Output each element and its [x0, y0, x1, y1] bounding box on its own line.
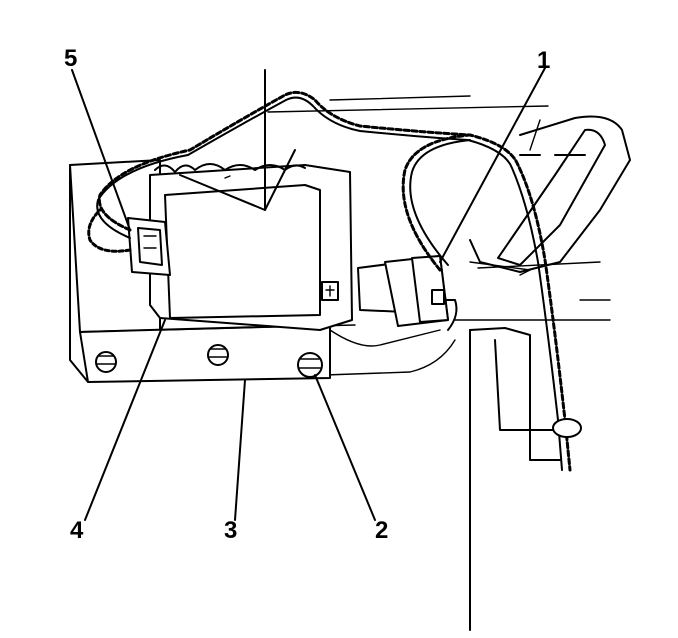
- callout-5: 5: [64, 45, 77, 72]
- connector-right: [357, 255, 449, 327]
- wire-harness: [87, 90, 582, 472]
- bolt-left: [95, 351, 117, 373]
- callout-4: 4: [70, 517, 84, 544]
- leader-lines: [71, 67, 546, 521]
- connector-left: [127, 217, 171, 276]
- callout-1: 1: [537, 47, 550, 74]
- callout-labels: 1 2 3 4 5: [64, 45, 550, 544]
- sensing-module: [149, 69, 353, 331]
- mounting-bracket: [69, 159, 356, 383]
- callout-2: 2: [375, 517, 388, 544]
- callout-3: 3: [224, 517, 237, 544]
- bolt-right: [297, 352, 323, 378]
- bolt-center: [207, 344, 229, 366]
